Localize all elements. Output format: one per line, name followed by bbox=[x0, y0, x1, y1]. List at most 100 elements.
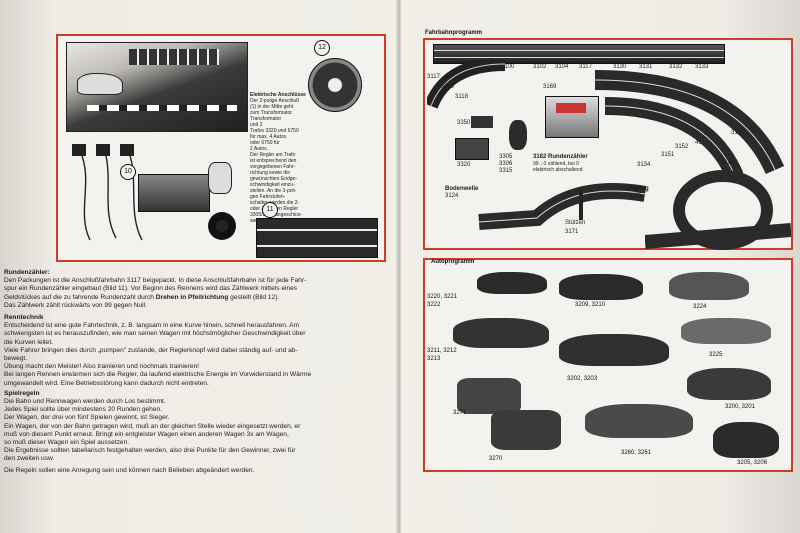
transformer-drawing bbox=[455, 138, 489, 160]
side-caption-line: Der 2-polige Anschluß bbox=[250, 98, 300, 104]
left-page: 12 Elektrische Anschlüsse Der 2-polige A… bbox=[0, 0, 398, 533]
car-drawing bbox=[681, 318, 771, 344]
controller-drawing bbox=[509, 120, 527, 150]
looping-track bbox=[645, 170, 791, 250]
stuetzen-num: 3171 bbox=[565, 229, 579, 235]
controller-handset bbox=[208, 162, 232, 194]
side-caption: Elektrische Anschlüsse Der 2-polige Ansc… bbox=[250, 92, 312, 224]
race-car-photo bbox=[77, 73, 123, 95]
track-num-mid: 3169 bbox=[543, 84, 557, 90]
track-num: 3132 bbox=[669, 64, 683, 70]
curve-num: 3152 bbox=[675, 144, 689, 150]
text-line: Den Packungen ist die Anschlußfahrbahn 3… bbox=[4, 277, 307, 285]
transformer-box bbox=[138, 174, 210, 212]
side-caption-line: gewünschten Endge- bbox=[250, 176, 297, 182]
car-label: 3200, 3201 bbox=[725, 404, 756, 410]
controller-wheel bbox=[208, 212, 236, 240]
side-caption-line: Transformator bbox=[250, 116, 282, 122]
text-line: spur ein Rundenzähler eingebaut (Bild 11… bbox=[4, 285, 298, 293]
car-drawing bbox=[559, 334, 669, 366]
right-curve-tracks bbox=[594, 70, 785, 180]
car-drawing bbox=[559, 274, 643, 300]
text-line: Entscheidend ist eine gute Fahrtechnik, … bbox=[4, 322, 300, 330]
text-line: Viele Fahrer bringen dies durch „pumpen"… bbox=[4, 346, 298, 354]
text-bold: Drehen in Pfeilrichtung bbox=[155, 293, 229, 301]
car-drawing bbox=[585, 404, 693, 438]
lap-counter-disk bbox=[308, 58, 362, 112]
car-drawing bbox=[477, 272, 547, 294]
heading-renntechnik: Renntechnik bbox=[4, 314, 44, 322]
right-page: Fahrbahnprogramm 3100 3102 3104 3117 313… bbox=[401, 0, 800, 533]
text-line: schwierigsten ist es herauszufinden, wie… bbox=[4, 330, 306, 338]
car-label: 3222 bbox=[427, 302, 441, 308]
car-drawing bbox=[457, 378, 521, 414]
text-line: den zweiten usw. bbox=[4, 455, 55, 463]
curve-num: 3151 bbox=[661, 152, 675, 158]
text-line: Der Wagen, der drei von fünf Spielen gew… bbox=[4, 414, 170, 422]
rundenzaehler-sub: 99→0 zählend, bei 0 bbox=[533, 161, 579, 167]
left-text-block: Rundenzähler: Den Packungen ist die Ansc… bbox=[4, 268, 384, 475]
track-num: 3102 bbox=[533, 64, 547, 70]
car-label: 3271 bbox=[453, 410, 467, 416]
stuetzen-pillar bbox=[579, 190, 583, 220]
car-label: 3260, 3261 bbox=[621, 450, 652, 456]
car-label: 3213 bbox=[427, 356, 441, 362]
car-drawing bbox=[669, 272, 749, 300]
auto-frame: Autoprogramm 3220, 3221 3222 3209, 3210 … bbox=[423, 258, 793, 472]
fahrbahn-frame: 3100 3102 3104 3117 3130 3131 3132 3133 … bbox=[423, 38, 793, 250]
text-line: bewegt. bbox=[4, 355, 28, 363]
text-span: gestellt (Bild 12). bbox=[230, 293, 280, 301]
side-caption-line: schwindigkeit einzu- bbox=[250, 182, 295, 188]
text-line: Jedes Spiel sollte über mindestens 20 Ru… bbox=[4, 406, 162, 414]
side-caption-line: Der Regler am Trafo bbox=[250, 152, 296, 158]
small-part-3350 bbox=[471, 116, 493, 128]
curve-num: 3150 bbox=[721, 160, 735, 166]
rundenzaehler-device bbox=[545, 96, 599, 138]
side-caption-title: Elektrische Anschlüsse bbox=[250, 92, 306, 98]
track-section-11 bbox=[256, 218, 378, 258]
car-label: 3270 bbox=[489, 456, 503, 462]
diagram-number-12: 12 bbox=[314, 40, 330, 56]
curve-num: 3153 bbox=[731, 130, 745, 136]
car-drawing bbox=[713, 422, 779, 458]
side-caption-line: und 2 bbox=[250, 122, 263, 128]
track-num: 3117 bbox=[579, 64, 592, 70]
stuetzen-label: Stützen bbox=[565, 220, 586, 226]
fahrbahn-title: Fahrbahnprogramm bbox=[425, 30, 483, 36]
side-caption-line: für max. 4 Autos bbox=[250, 134, 287, 140]
auto-title: Autoprogramm bbox=[431, 259, 475, 265]
track-num-mid: 3350 bbox=[457, 120, 471, 126]
flags-row bbox=[129, 49, 219, 65]
wire-connectors bbox=[72, 144, 140, 156]
track-num-left: 3118 bbox=[455, 94, 468, 100]
text-line: Ein Wagen, der von der Bahn getragen wir… bbox=[4, 422, 301, 430]
left-diagram-frame: 12 Elektrische Anschlüsse Der 2-polige A… bbox=[56, 34, 386, 262]
side-caption-line: richtung sowie die bbox=[250, 170, 291, 176]
text-line: Die Regeln sollen eine Anregung sein und… bbox=[4, 466, 255, 474]
track-num-left: 3119 bbox=[441, 84, 454, 90]
counter-display bbox=[556, 103, 586, 113]
track-marking bbox=[87, 105, 237, 111]
car-label: 3205, 3206 bbox=[737, 460, 768, 466]
track-num-mid: 3320 bbox=[457, 162, 471, 168]
side-caption-line: 2 Autos. bbox=[250, 146, 269, 152]
diagram-number-10: 10 bbox=[120, 164, 136, 180]
diagram-number-11: 11 bbox=[262, 202, 278, 218]
track-num-left: 3117 bbox=[427, 74, 440, 80]
text-line: die Kurven leitet. bbox=[4, 338, 54, 346]
track-num: 3100 bbox=[501, 64, 515, 70]
rundenzaehler-label: 3182 Rundenzähler bbox=[533, 154, 588, 160]
text-line: Das Zählwerk zählt rückwärts von 99 gege… bbox=[4, 301, 147, 309]
bodenwelle-track bbox=[478, 183, 647, 230]
page-gutter bbox=[396, 0, 402, 533]
heading-spielregeln: Spielregeln bbox=[4, 389, 40, 397]
track-num: 3130 bbox=[613, 64, 627, 70]
track-num: 3104 bbox=[555, 64, 569, 70]
side-caption-lines: Der 2-polige Anschluß(1) in der Mitte ge… bbox=[250, 98, 312, 224]
side-caption-line: gen Fahrstufen- bbox=[250, 194, 286, 200]
text-line: Übung macht den Meister! Also trainieren… bbox=[4, 363, 199, 371]
side-caption-line: ist entsprechend den bbox=[250, 158, 297, 164]
track-num: 3131 bbox=[639, 64, 653, 70]
car-label: 3225 bbox=[709, 352, 723, 358]
track-num-mid: 3306 bbox=[499, 161, 513, 167]
